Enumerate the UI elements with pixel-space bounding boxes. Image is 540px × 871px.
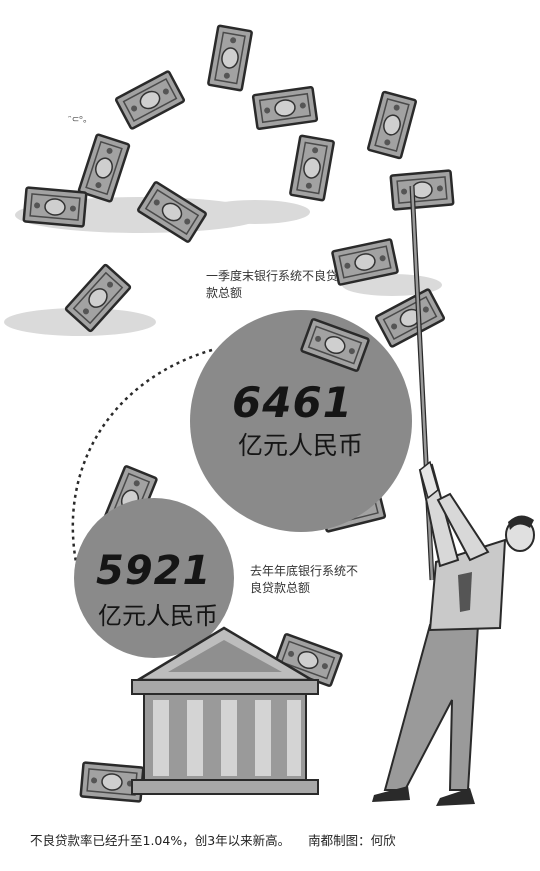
footer-caption: 不良贷款率已经升至1.04%，创3年以来新高。 南都制图：何欣 — [30, 830, 520, 849]
person-icon — [372, 460, 535, 806]
stray-mark: ᵔ⊂ᵒ。 — [68, 115, 92, 125]
credit-text: 南都制图：何欣 — [308, 833, 396, 848]
stick-icon — [409, 185, 435, 581]
previous-value: 5921 — [96, 548, 212, 594]
previous-total-circle — [74, 498, 234, 658]
current-value: 6461 — [232, 378, 353, 427]
bank-building-icon — [131, 626, 319, 795]
current-label: 一季度末银行系统不良贷款总额 — [206, 269, 339, 300]
caption-text: 不良贷款率已经升至1.04%，创3年以来新高。 — [30, 833, 291, 848]
current-unit: 亿元人民币 — [238, 431, 364, 460]
current-total-circle — [190, 310, 412, 532]
previous-unit: 亿元人民币 — [98, 602, 218, 630]
previous-label: 去年年底银行系统不良贷款总额 — [250, 564, 359, 595]
